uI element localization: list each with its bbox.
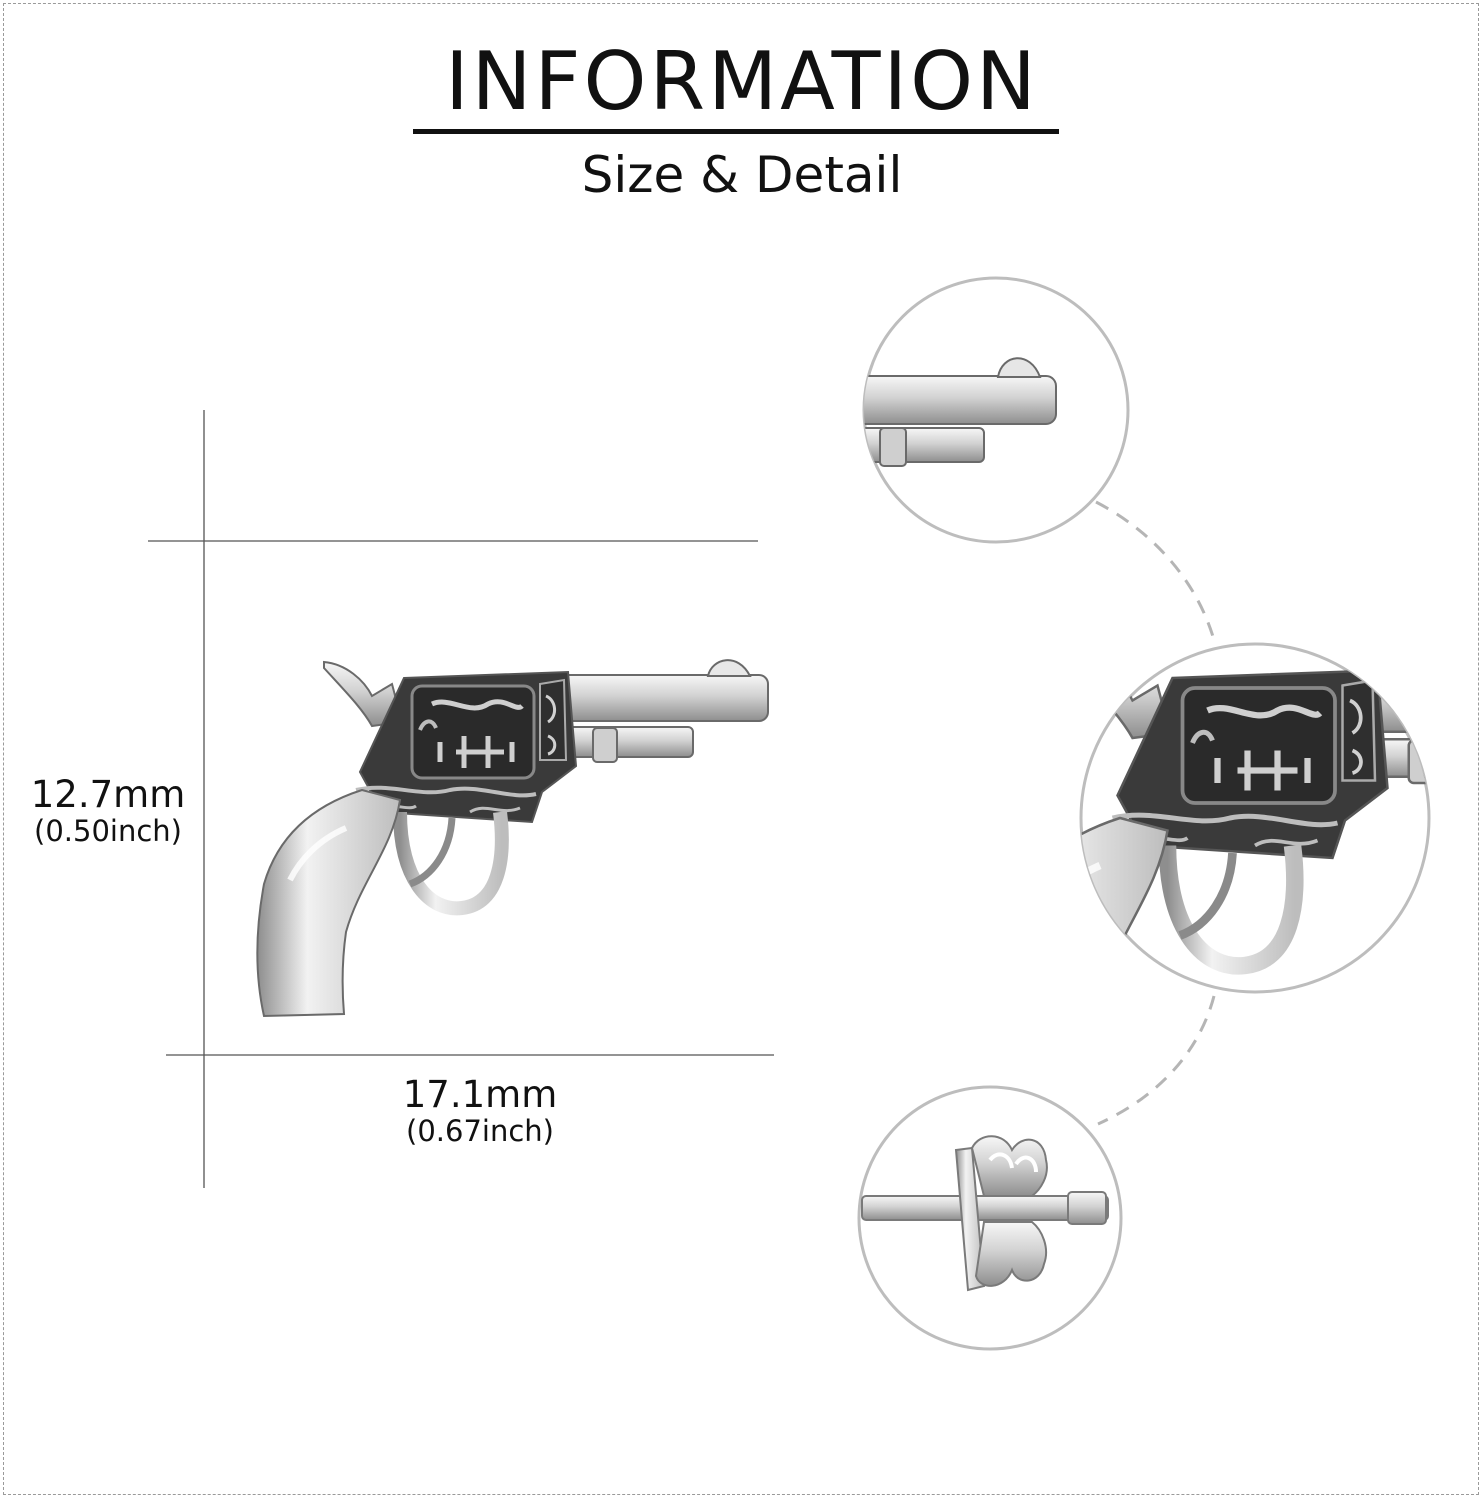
page-title: INFORMATION xyxy=(445,35,1039,128)
width-mm: 17.1mm xyxy=(402,1073,558,1116)
dimension-guides xyxy=(148,410,774,1188)
detail-connectors xyxy=(1095,500,1216,1126)
width-dimension-label: 17.1mm (0.67inch) xyxy=(380,1076,580,1146)
height-inch: (0.50inch) xyxy=(34,814,182,848)
height-dimension-label: 12.7mm (0.50inch) xyxy=(18,776,198,846)
width-inch: (0.67inch) xyxy=(406,1114,554,1148)
title-underline xyxy=(413,129,1059,134)
revolver-barrel-detail-icon xyxy=(864,357,1057,467)
page-frame xyxy=(3,3,1479,1495)
page-subtitle: Size & Detail xyxy=(581,146,903,204)
detail-view-barrel xyxy=(862,276,1130,544)
height-mm: 12.7mm xyxy=(30,773,186,816)
detail-view-cylinder xyxy=(1079,642,1431,994)
revolver-stud-earring-icon xyxy=(257,660,768,1016)
detail-view-post xyxy=(857,1085,1123,1351)
